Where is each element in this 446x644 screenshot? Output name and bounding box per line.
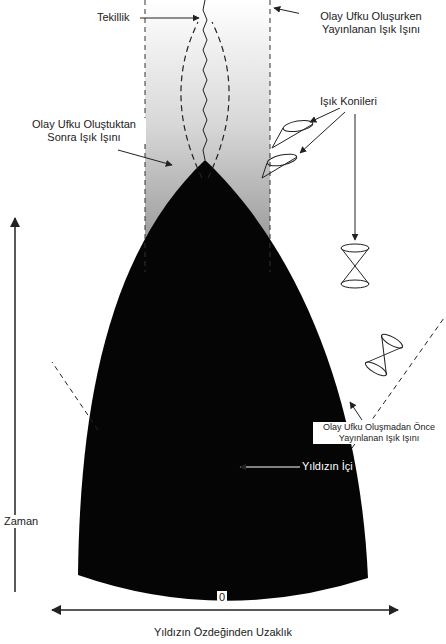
region-label: Yıldızın İçi	[302, 460, 353, 473]
axis-label: Zaman	[2, 515, 40, 528]
time-axis	[14, 218, 16, 592]
callout-label: Olay Ufku Oluştuktan Sonra Işık Işını	[22, 118, 146, 144]
light-cone	[364, 332, 405, 379]
callout-label: Işık Konileri	[318, 95, 379, 108]
star-interior	[78, 160, 368, 601]
light-cone	[272, 118, 314, 148]
callout-label: Olay Ufku Oluşurken Yayınlanan Işık Işın…	[299, 10, 443, 36]
callout-label: Olay Ufku Oluşmadan Önce Yayınlanan Işık…	[313, 422, 445, 444]
light-cone	[341, 244, 369, 288]
axis-label: Yıldızın Özdeğinden Uzaklık	[152, 626, 294, 639]
light-ray	[52, 362, 98, 430]
horizon-line	[270, 0, 271, 272]
distance-axis	[52, 609, 398, 611]
light-ray	[208, 22, 229, 178]
axis-value: 0	[217, 591, 227, 604]
light-ray	[181, 22, 202, 178]
callout-label: Tekillik	[95, 11, 131, 24]
leader-line	[118, 8, 362, 467]
singularity-line	[203, 0, 207, 160]
light-cone	[262, 152, 298, 178]
